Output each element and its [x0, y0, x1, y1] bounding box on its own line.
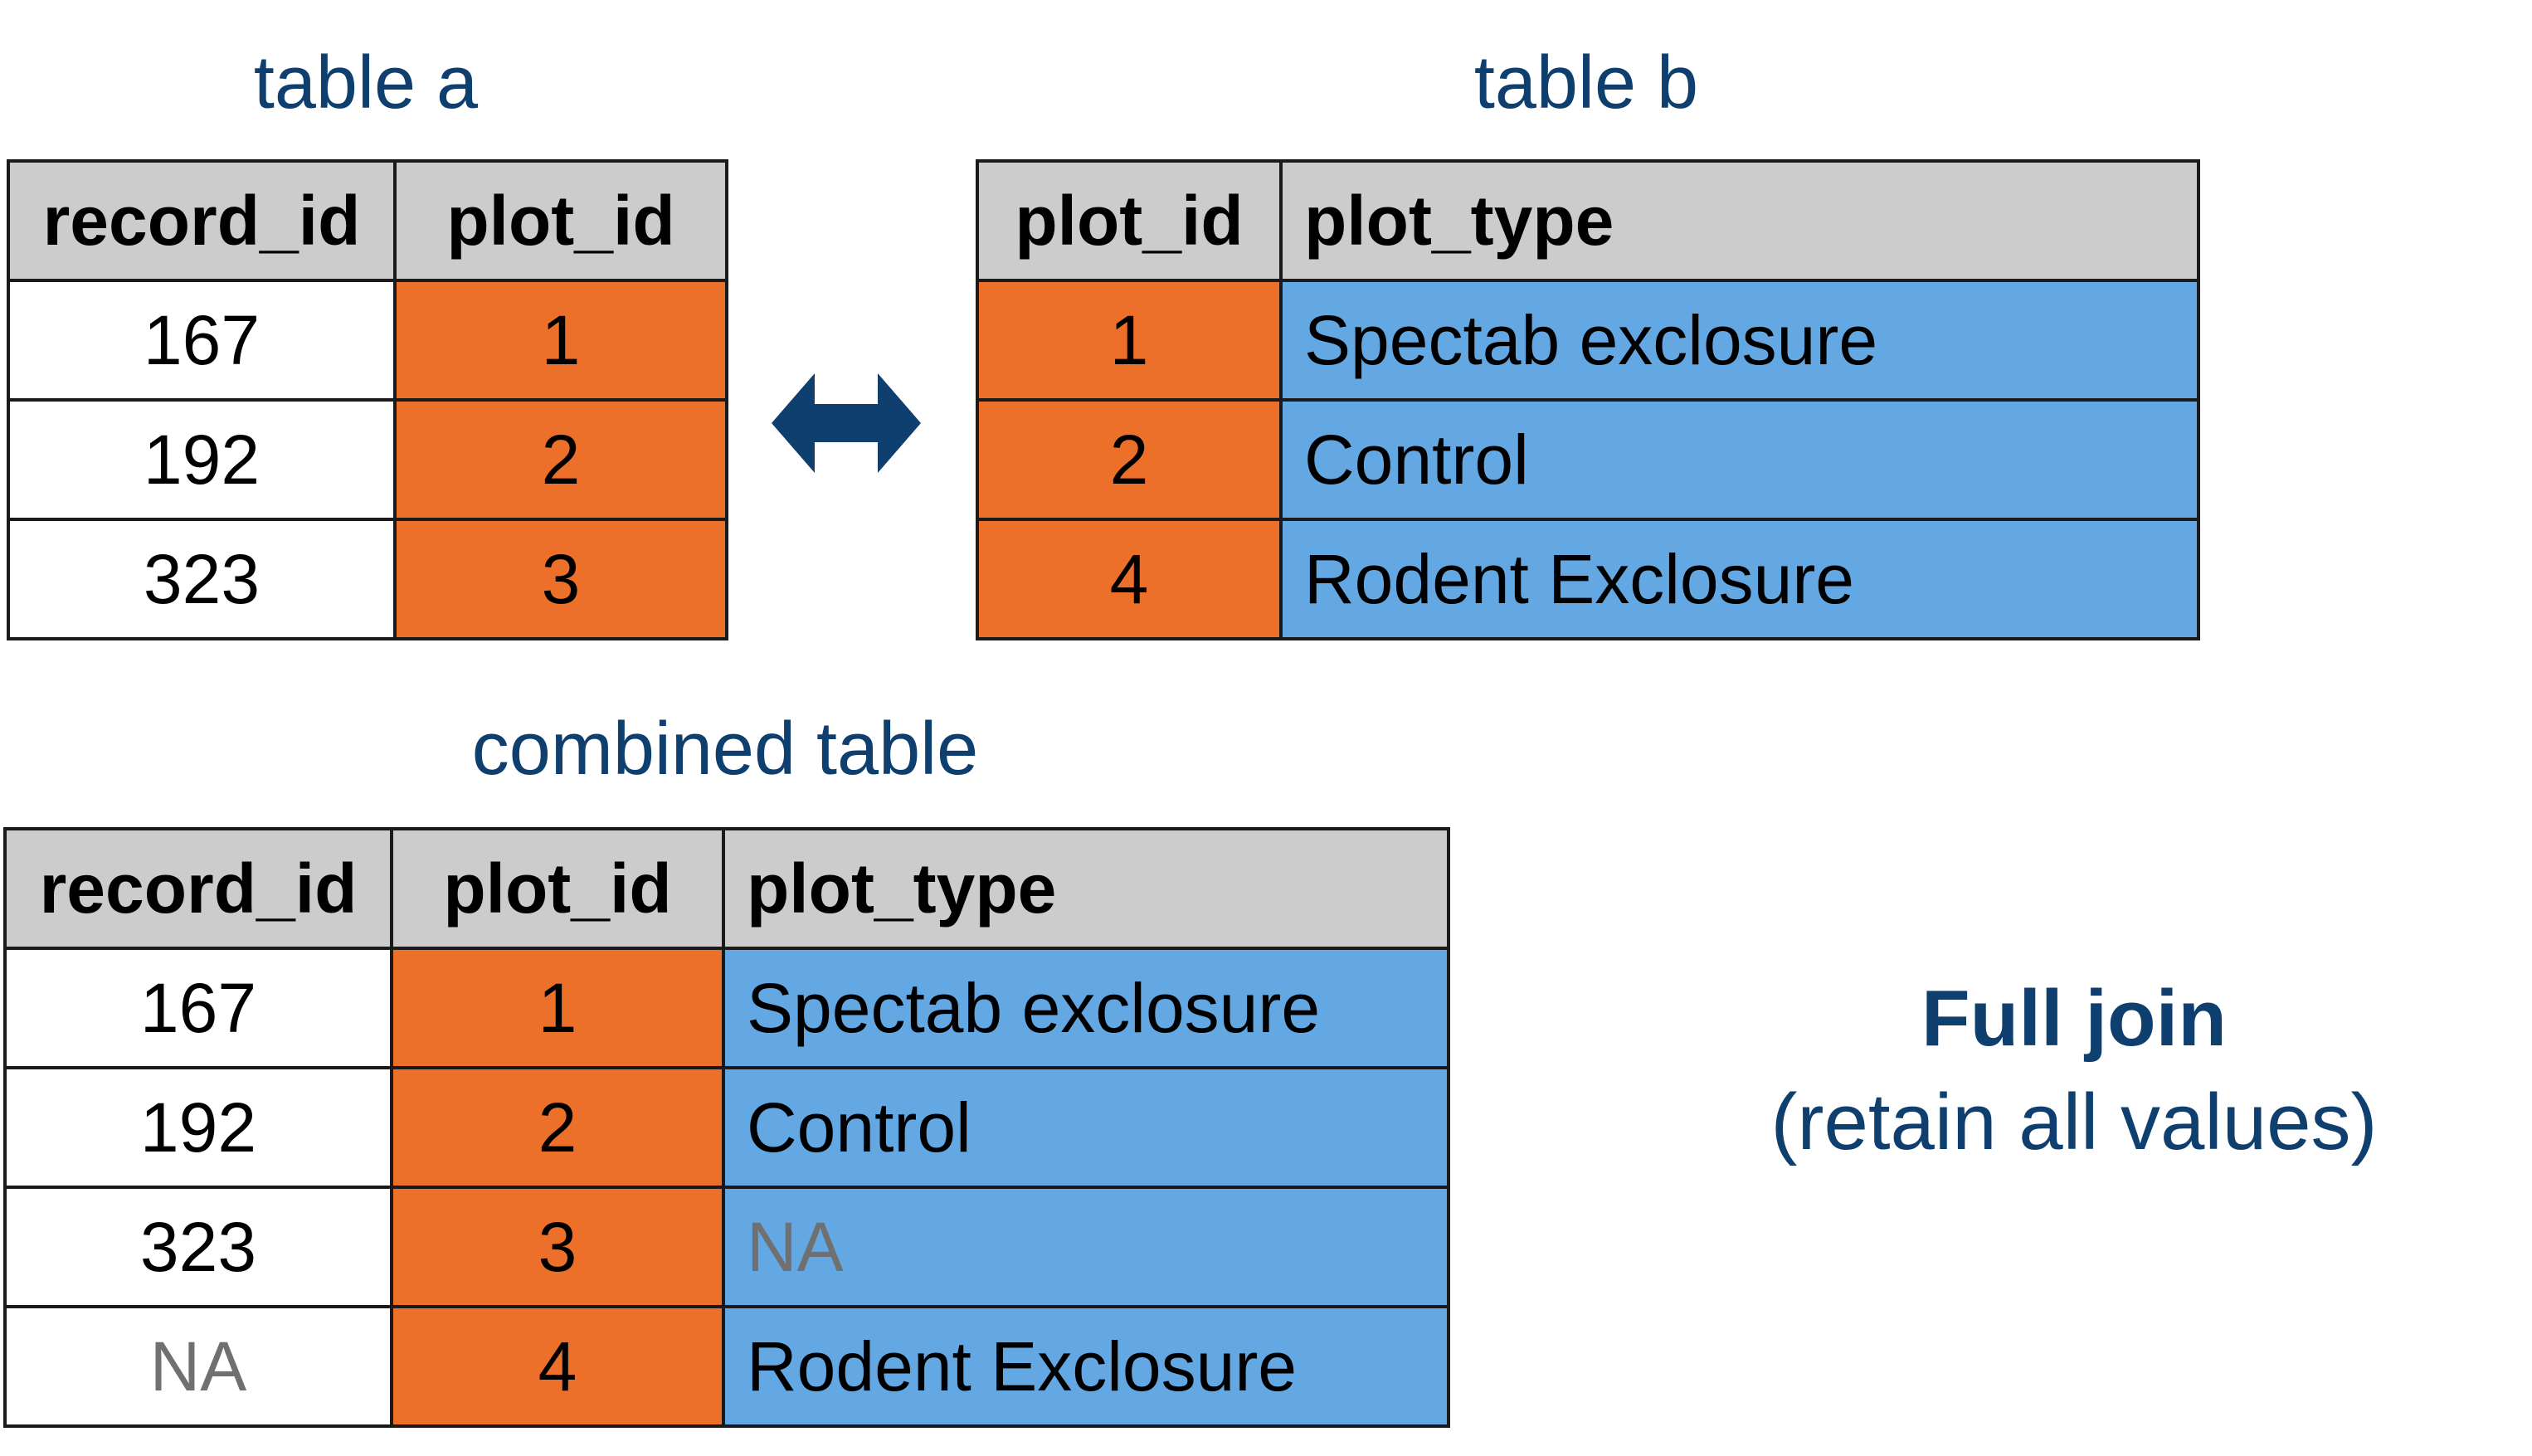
combined-cell-plot-id: 1 — [390, 947, 725, 1069]
double-headed-arrow-icon — [772, 373, 921, 473]
combined-cell-plot-id: 2 — [390, 1066, 725, 1189]
combined-cell-record-id: 167 — [3, 947, 393, 1069]
table-a-header-plot-id: plot_id — [393, 159, 728, 282]
join-type-subtitle: (retain all values) — [1770, 1078, 2378, 1166]
table-row: 192 2 — [7, 398, 728, 521]
combined-header-row: record_id plot_id plot_type — [3, 827, 1450, 950]
table-a-cell-record-id: 323 — [7, 518, 397, 640]
table-row: 167 1 — [7, 279, 728, 402]
combined-cell-record-id-missing: NA — [3, 1305, 393, 1428]
combined-cell-plot-id: 4 — [390, 1305, 725, 1428]
table-row: NA 4 Rodent Exclosure — [3, 1305, 1450, 1428]
combined-cell-plot-type: Rodent Exclosure — [722, 1305, 1450, 1428]
table-row: 167 1 Spectab exclosure — [3, 947, 1450, 1069]
table-row: 323 3 — [7, 518, 728, 640]
table-row: 1 Spectab exclosure — [976, 279, 2200, 402]
table-row: 4 Rodent Exclosure — [976, 518, 2200, 640]
table-b-header-plot-type: plot_type — [1279, 159, 2200, 282]
combined-header-record-id: record_id — [3, 827, 393, 950]
table-b-cell-plot-id: 2 — [976, 398, 1283, 521]
table-a: record_id plot_id 167 1 192 2 323 3 — [7, 159, 728, 640]
join-type-title: Full join — [1921, 974, 2227, 1063]
table-b-cell-plot-id: 1 — [976, 279, 1283, 402]
table-b: plot_id plot_type 1 Spectab exclosure 2 … — [976, 159, 2200, 640]
table-b-header-row: plot_id plot_type — [976, 159, 2200, 282]
combined-cell-record-id: 192 — [3, 1066, 393, 1189]
table-a-cell-record-id: 192 — [7, 398, 397, 521]
combined-header-plot-id: plot_id — [390, 827, 725, 950]
combined-cell-plot-id: 3 — [390, 1186, 725, 1308]
combined-table: record_id plot_id plot_type 167 1 Specta… — [3, 827, 1450, 1428]
table-a-cell-plot-id: 3 — [393, 518, 728, 640]
table-a-cell-plot-id: 1 — [393, 279, 728, 402]
table-b-title: table b — [1473, 41, 1699, 124]
combined-header-plot-type: plot_type — [722, 827, 1450, 950]
table-a-title: table a — [253, 41, 479, 124]
combined-table-title: combined table — [471, 708, 979, 791]
table-b-cell-plot-type: Rodent Exclosure — [1279, 518, 2200, 640]
combined-cell-plot-type: Control — [722, 1066, 1450, 1189]
table-b-cell-plot-id: 4 — [976, 518, 1283, 640]
table-b-cell-plot-type: Spectab exclosure — [1279, 279, 2200, 402]
table-a-cell-record-id: 167 — [7, 279, 397, 402]
combined-cell-plot-type-missing: NA — [722, 1186, 1450, 1308]
table-b-header-plot-id: plot_id — [976, 159, 1283, 282]
table-row: 323 3 NA — [3, 1186, 1450, 1308]
table-a-header-row: record_id plot_id — [7, 159, 728, 282]
table-a-header-record-id: record_id — [7, 159, 397, 282]
combined-cell-record-id: 323 — [3, 1186, 393, 1308]
table-b-cell-plot-type: Control — [1279, 398, 2200, 521]
table-row: 192 2 Control — [3, 1066, 1450, 1189]
combined-cell-plot-type: Spectab exclosure — [722, 947, 1450, 1069]
table-row: 2 Control — [976, 398, 2200, 521]
table-a-cell-plot-id: 2 — [393, 398, 728, 521]
